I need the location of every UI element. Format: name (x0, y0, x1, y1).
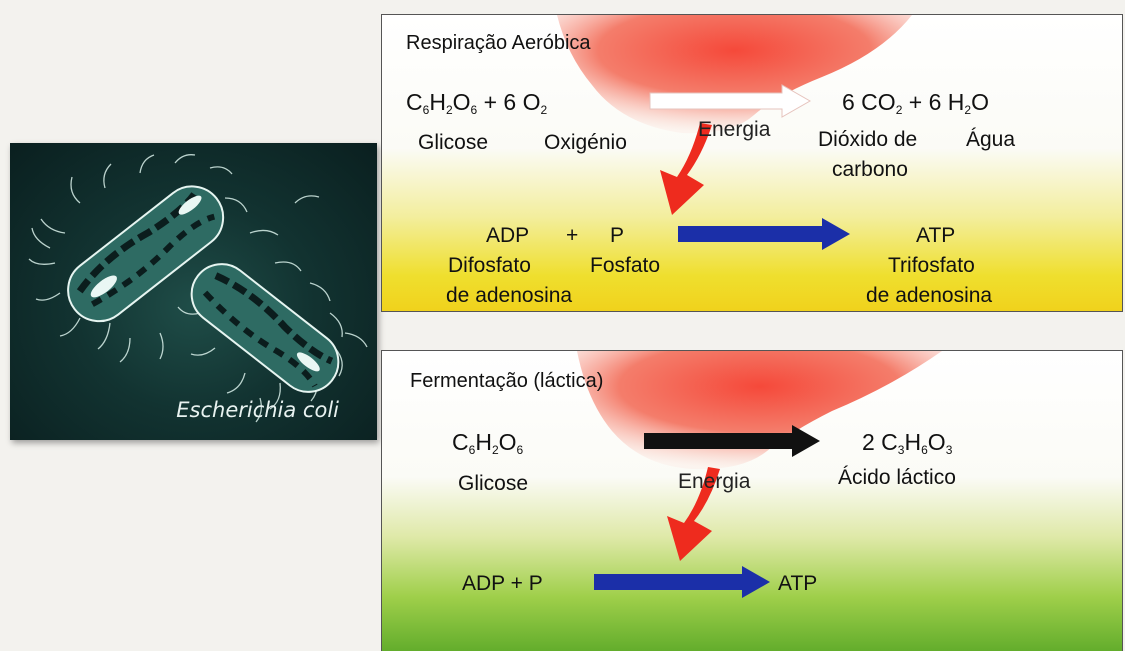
atp-label-2: de adenosina (866, 284, 993, 307)
adp-symbol: ADP (486, 224, 530, 247)
carbon-dioxide-label: Dióxido de (818, 128, 918, 151)
atp-arrow (594, 566, 770, 598)
glucose-label: Glicose (458, 472, 529, 495)
phosphate-symbol: P (610, 224, 625, 247)
bacterium-2 (190, 263, 340, 393)
energy-arrow (660, 123, 712, 215)
aerobic-graphics (557, 15, 912, 250)
aerobic-respiration-panel: Respiração Aeróbica C6H2O6 + 6 O2 Glicos… (381, 14, 1123, 312)
aerobic-energy-label: Energia (698, 118, 771, 141)
glucose-label: Glicose (418, 131, 489, 154)
adp-plus-p: ADP + P (462, 572, 543, 595)
bacterium-1 (67, 185, 225, 323)
lactic-acid-label: Ácido láctico (838, 466, 956, 489)
water-label: Água (966, 128, 1016, 151)
atp-symbol: ATP (778, 572, 818, 595)
atp-label-1: Trifosfato (888, 254, 975, 277)
aerobic-products-formula: 6 CO2 + 6 H2O (842, 89, 989, 117)
reaction-arrow-white (649, 84, 812, 118)
plus-symbol: + (566, 224, 579, 247)
fermentation-graphics (577, 351, 942, 598)
fermentation-energy-label: Energia (678, 470, 751, 493)
lactic-fermentation-panel: Fermentação (láctica) C6H2O6 Glicose Ene… (381, 350, 1123, 651)
energy-cloud (557, 15, 912, 134)
energy-arrow (667, 467, 720, 561)
photo-caption: Escherichia coli (176, 398, 339, 422)
phosphate-label: Fosfato (590, 254, 661, 277)
carbon-dioxide-label-2: carbono (832, 158, 908, 181)
atp-arrow (678, 218, 850, 250)
flagella (28, 154, 368, 423)
fermentation-reactant-formula: C6H2O6 (452, 429, 524, 457)
aerobic-title: Respiração Aeróbica (406, 32, 591, 54)
fermentation-title: Fermentação (láctica) (410, 370, 604, 392)
bacteria-photo: Escherichia coli (10, 143, 377, 440)
atp-symbol: ATP (916, 224, 956, 247)
oxygen-label: Oxigénio (544, 131, 627, 154)
adp-label-1: Difosfato (448, 254, 531, 277)
adp-label-2: de adenosina (446, 284, 573, 307)
bacteria-illustration (28, 154, 368, 423)
fermentation-product-formula: 2 C3H6O3 (862, 429, 953, 457)
reaction-arrow-black (644, 425, 820, 457)
aerobic-reactants-formula: C6H2O6 + 6 O2 (406, 89, 548, 117)
